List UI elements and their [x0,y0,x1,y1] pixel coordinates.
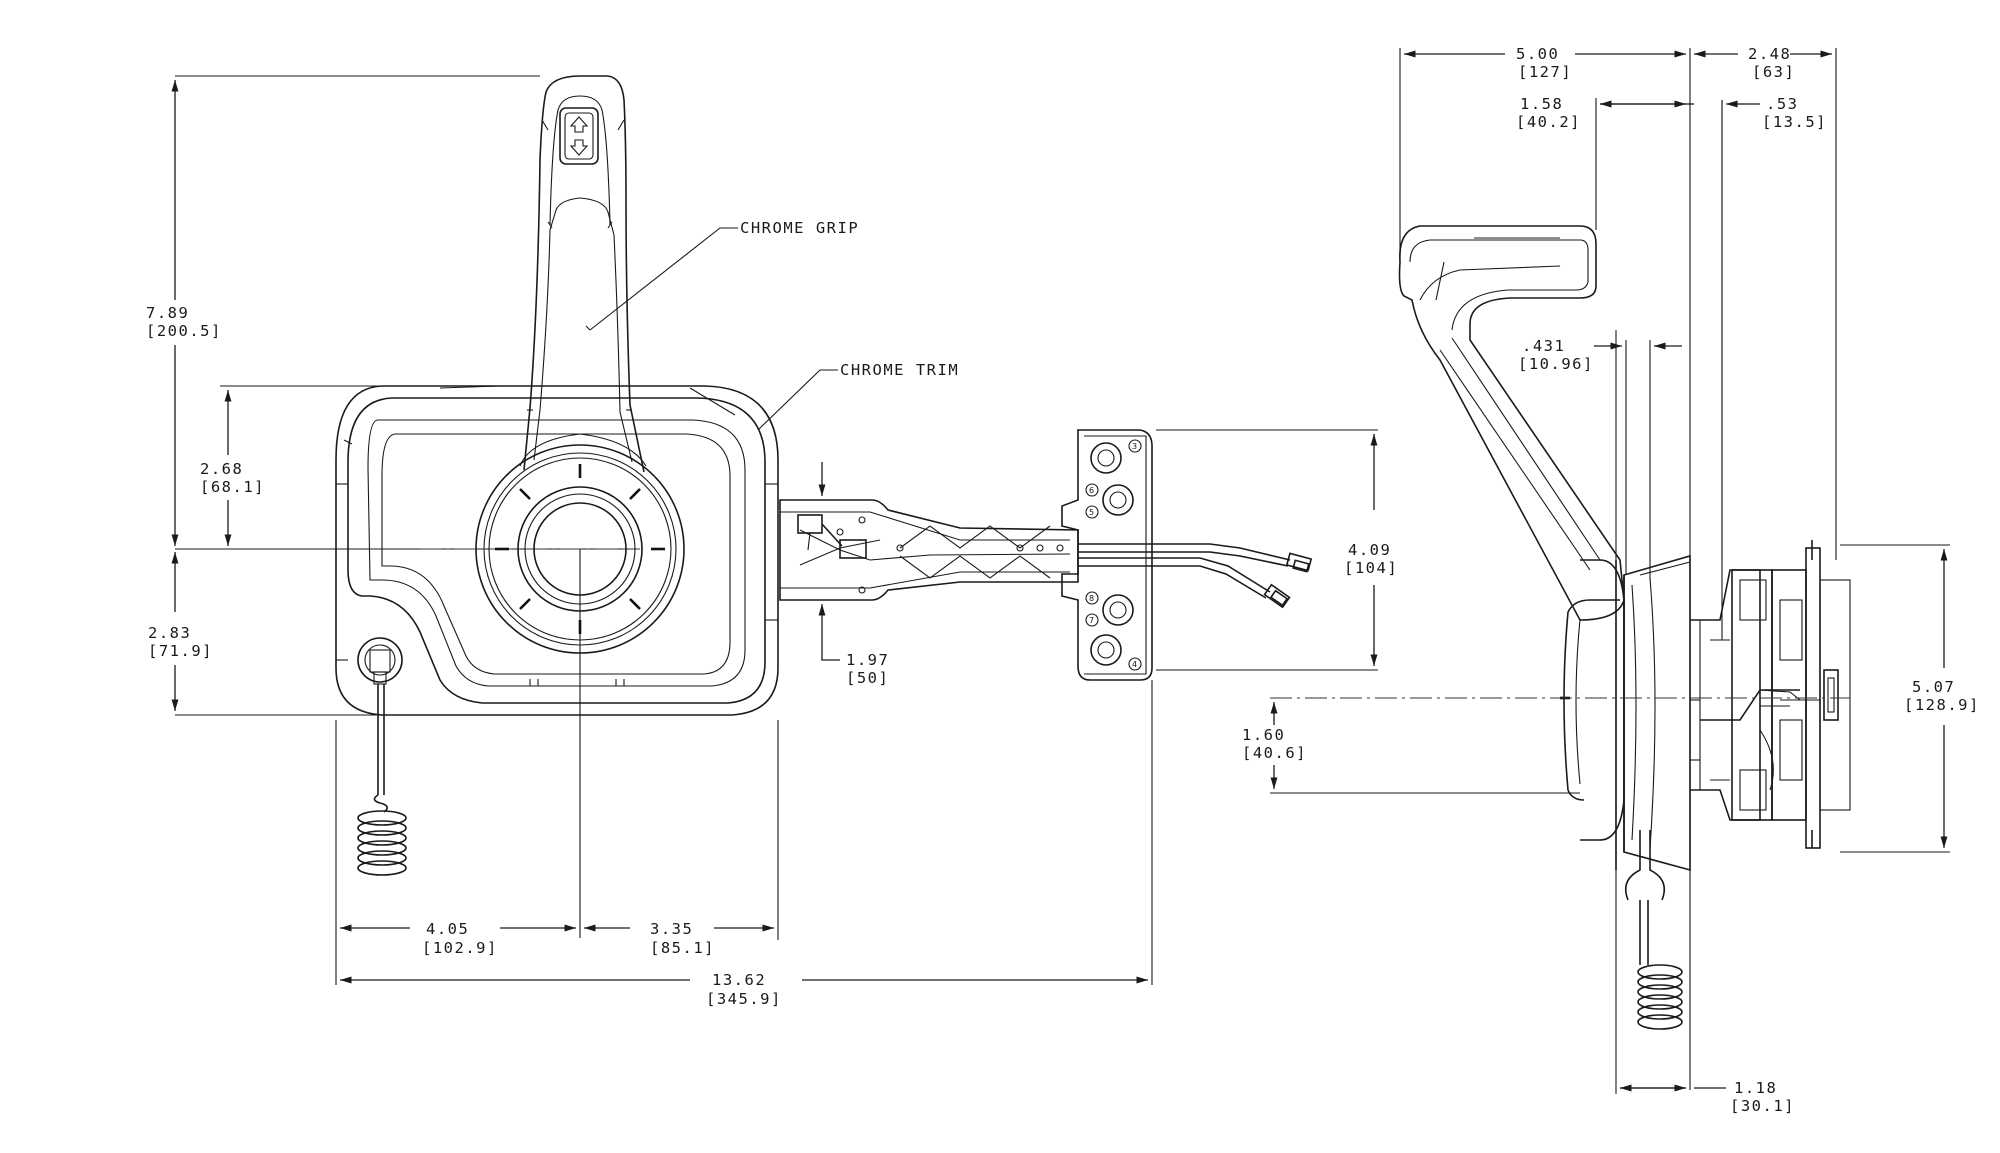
dim-side-handle-reach-mm: [127] [1518,63,1572,81]
dim-side-handle-reach: 5.00 [1516,45,1559,63]
side-flange [1623,554,1691,872]
dim-lower-to-center-mm: [71.9] [148,642,213,660]
dimension-values: 7.89 [200.5] 2.68 [68.1] 2.83 [71.9] 4.0… [146,45,1980,1115]
hub-markers [495,464,665,634]
dimension-lines [171,48,1950,1092]
dim-trim-thickness-mm: [13.5] [1762,113,1827,131]
dim-left-to-center: 4.05 [426,920,469,938]
dim-side-center-drop-mm: [40.6] [1242,744,1307,762]
dim-trim-thickness: .53 [1766,95,1799,113]
dim-bracket-height: 4.09 [1348,541,1391,559]
dim-grip-offset-mm: [40.2] [1516,113,1581,131]
dim-bracket-height-mm: [104] [1344,559,1398,577]
dim-side-height-mm: [128.9] [1904,696,1980,714]
callout-labels: CHROME GRIP CHROME TRIM [740,219,959,379]
control-handle [519,75,647,473]
dim-side-bottom-offset: 1.18 [1734,1079,1777,1097]
dim-overall-height-mm: [200.5] [146,322,222,340]
wire-leads [1078,543,1313,609]
chrome-trim-label: CHROME TRIM [840,361,959,379]
hole-number: 7 [1089,616,1094,625]
front-view: 3 6 5 8 7 4 [175,75,1313,938]
dim-panel-gap-mm: [10.96] [1518,355,1594,373]
hole-number: 5 [1089,508,1094,517]
dim-side-depth: 2.48 [1748,45,1791,63]
chrome-trim [347,397,766,704]
bracket-holes: 3 6 5 8 7 4 [1085,439,1142,671]
hole-number: 8 [1089,594,1094,603]
dim-center-to-right-mm: [85.1] [650,939,715,957]
dim-bracket-offset: 1.97 [846,651,889,669]
side-lanyard [1624,830,1683,1030]
dim-side-bottom-offset-mm: [30.1] [1730,1097,1795,1115]
dim-lower-to-center: 2.83 [148,624,191,642]
dim-side-depth-mm: [63] [1752,63,1795,81]
dim-bracket-offset-mm: [50] [846,669,889,687]
trim-switch [559,107,599,165]
up-down-arrow-icon [569,116,589,156]
dim-upper-to-center: 2.68 [200,460,243,478]
hole-number: 3 [1132,442,1137,451]
dim-side-center-drop: 1.60 [1242,726,1285,744]
dim-center-to-right: 3.35 [650,920,693,938]
dim-upper-to-center-mm: [68.1] [200,478,265,496]
side-handle [1398,225,1625,621]
dim-left-to-center-mm: [102.9] [422,939,498,957]
dim-grip-offset: 1.58 [1520,95,1563,113]
dim-side-height: 5.07 [1912,678,1955,696]
dim-panel-gap: .431 [1522,337,1565,355]
dim-overall-height: 7.89 [146,304,189,322]
chrome-grip-label: CHROME GRIP [740,219,859,237]
dim-overall-width: 13.62 [712,971,766,989]
hole-number: 4 [1132,660,1137,669]
side-view [1270,48,1851,1094]
lanyard-switch [357,637,407,876]
mounting-bracket [779,429,1153,681]
dim-overall-width-mm: [345.9] [706,990,782,1008]
housing-outline [335,385,779,716]
hole-number: 6 [1089,486,1094,495]
